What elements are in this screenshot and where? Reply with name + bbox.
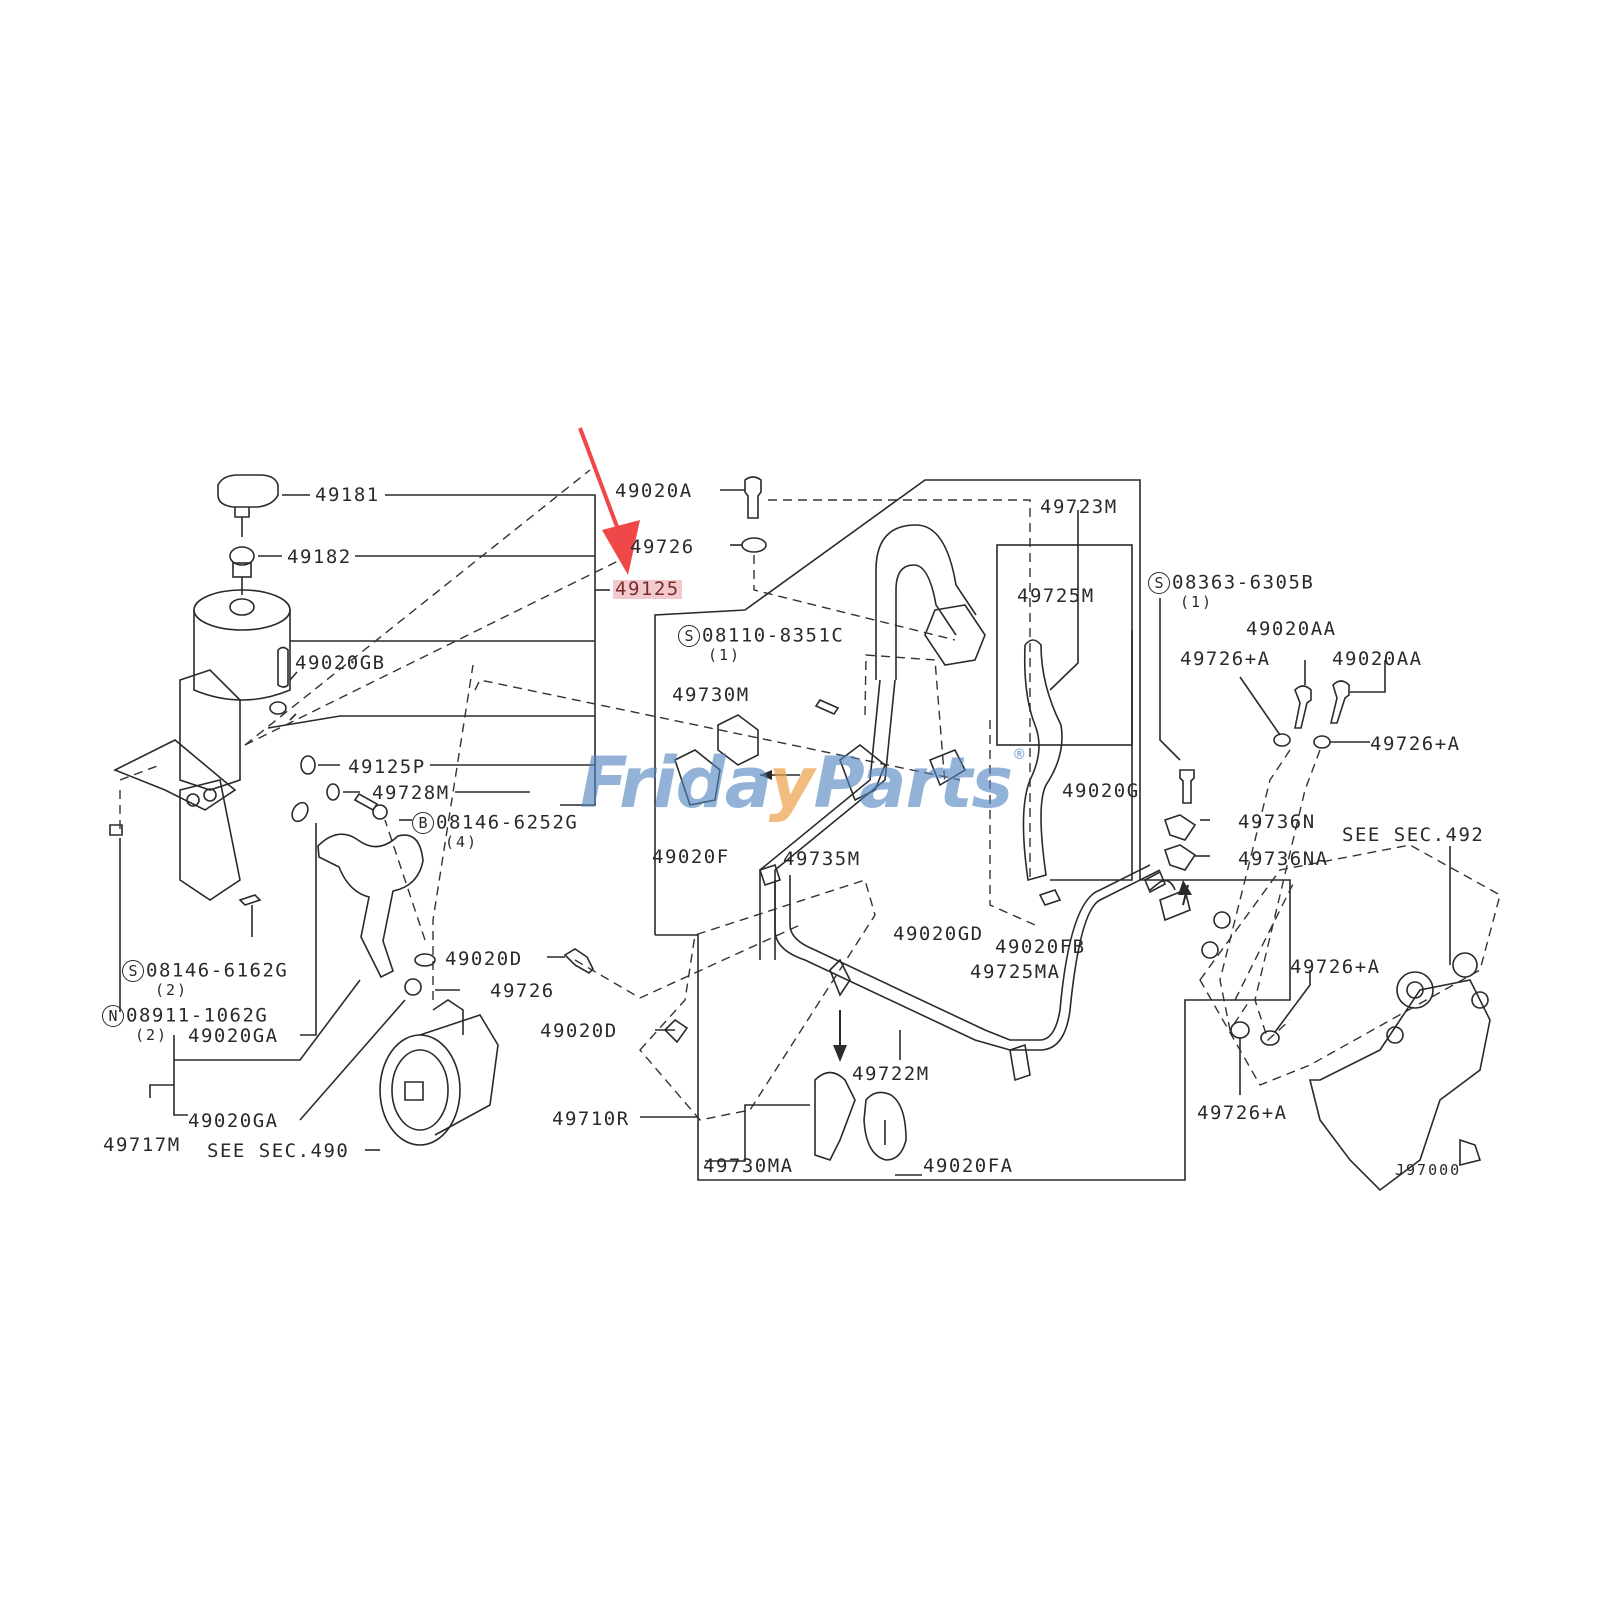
steering-gear-outline (1199, 844, 1501, 1086)
part-label-49726a-3[interactable]: 49726+A (1290, 956, 1381, 978)
washer-icon (1260, 1030, 1280, 1046)
part-label-49125-highlighted[interactable]: 49125 (613, 578, 682, 600)
fridayparts-watermark-logo: FridayParts® (580, 747, 1026, 818)
diagram-code: J97000 (1395, 1161, 1462, 1179)
bolt-08363-icon (1179, 769, 1195, 804)
part-label-49726-top[interactable]: 49726 (630, 536, 695, 558)
see-section-490-link[interactable]: SEE SEC.490 (207, 1140, 350, 1162)
part-label-49730m[interactable]: 49730M (672, 684, 750, 706)
steering-gear-icon (1308, 952, 1491, 1192)
bolt-type-s-icon: S (1148, 572, 1170, 594)
part-label-49736na[interactable]: 49736NA (1238, 848, 1329, 870)
part-label-49722m[interactable]: 49722M (852, 1063, 930, 1085)
clip-49736n-icon (1163, 814, 1197, 871)
reservoir-cap-icon (217, 474, 279, 537)
part-label-49736n[interactable]: 49736N (1238, 811, 1316, 833)
part-label-49181[interactable]: 49181 (315, 484, 380, 506)
bolt-part-number: 08146-6162G (146, 959, 289, 982)
return-hose-icon (1022, 639, 1063, 882)
part-label-49020gb[interactable]: 49020GB (295, 652, 386, 674)
bracket-49730ma-icon (814, 1071, 856, 1161)
part-label-49020ga-2[interactable]: 49020GA (188, 1110, 279, 1132)
part-label-49710r[interactable]: 49710R (552, 1108, 630, 1130)
nut-part-number: 08911-1062G (126, 1004, 269, 1027)
hose-49723m-box (996, 544, 1133, 746)
part-label-49730ma[interactable]: 49730MA (703, 1155, 794, 1177)
part-label-49020d-1[interactable]: 49020D (445, 948, 523, 970)
part-label-49020aa-2[interactable]: 49020AA (1332, 648, 1423, 670)
suction-hose-icon (317, 833, 424, 979)
part-label-49726a-4[interactable]: 49726+A (1197, 1102, 1288, 1124)
washer-icon (1230, 1021, 1250, 1039)
highlight-arrow-icon (578, 427, 640, 575)
qty-label: (4) (445, 833, 479, 851)
eye-bolt-icon (741, 476, 767, 553)
leader-lines-left (119, 494, 610, 1151)
part-label-49020ga-1[interactable]: 49020GA (188, 1025, 279, 1047)
part-label-49723m[interactable]: 49723M (1040, 496, 1118, 518)
part-label-49125p[interactable]: 49125P (348, 756, 426, 778)
part-label-49020fa[interactable]: 49020FA (923, 1155, 1014, 1177)
qty-label: (2) (155, 981, 189, 999)
qty-label: (1) (708, 646, 742, 664)
part-label-49020gd[interactable]: 49020GD (893, 923, 984, 945)
bolt-type-s-icon: S (678, 625, 700, 647)
power-steering-pump-icon (379, 999, 499, 1146)
qty-label: (2) (135, 1026, 169, 1044)
reservoir-bracket-icon (109, 669, 262, 906)
part-label-49717m[interactable]: 49717M (103, 1134, 181, 1156)
reservoir-filter-icon (229, 546, 255, 595)
steering-tube-icon (774, 864, 1231, 1082)
part-label-49020g[interactable]: 49020G (1062, 780, 1140, 802)
bolt-49020d-icon (563, 948, 689, 1044)
part-label-49725m[interactable]: 49725M (1017, 585, 1095, 607)
part-label-49726a-1[interactable]: 49726+A (1180, 648, 1271, 670)
bolt-part-number: 08110-8351C (702, 624, 845, 647)
bolt-type-s-icon: S (122, 960, 144, 982)
bolt-part-number: 08363-6305B (1172, 571, 1315, 594)
nut-type-n-icon: N (102, 1005, 124, 1027)
part-label-49020d-2[interactable]: 49020D (540, 1020, 618, 1042)
registered-mark: ® (1012, 747, 1026, 763)
union-bolt-49020aa-icon (1273, 680, 1350, 749)
grommet-49020fa-icon (863, 1091, 907, 1161)
logo-text-left: Frida (580, 742, 770, 824)
part-label-49182[interactable]: 49182 (287, 546, 352, 568)
part-label-49735m[interactable]: 49735M (783, 848, 861, 870)
reservoir-tank-icon (193, 589, 291, 701)
part-label-49726a-2[interactable]: 49726+A (1370, 733, 1461, 755)
see-section-492-link[interactable]: SEE SEC.492 (1342, 824, 1485, 846)
bolt-type-b-icon: B (412, 812, 434, 834)
part-label-49728m[interactable]: 49728M (372, 782, 450, 804)
part-label-49020a[interactable]: 49020A (615, 480, 693, 502)
part-label-49726-mid[interactable]: 49726 (490, 980, 555, 1002)
part-label-49725ma[interactable]: 49725MA (970, 961, 1061, 983)
part-label-49020fb[interactable]: 49020FB (995, 936, 1086, 958)
logo-text-j: y (768, 742, 815, 824)
part-label-49020aa-1[interactable]: 49020AA (1246, 618, 1337, 640)
bolt-part-number: 08146-6252G (436, 811, 579, 834)
part-label-49020f[interactable]: 49020F (652, 846, 730, 868)
clamp-bracket-icon (674, 698, 1062, 906)
logo-text-right: Parts (813, 742, 1013, 824)
qty-label: (1) (1180, 593, 1214, 611)
assembly-boundary (654, 479, 1291, 1181)
hose-clamp-icon (269, 701, 436, 996)
